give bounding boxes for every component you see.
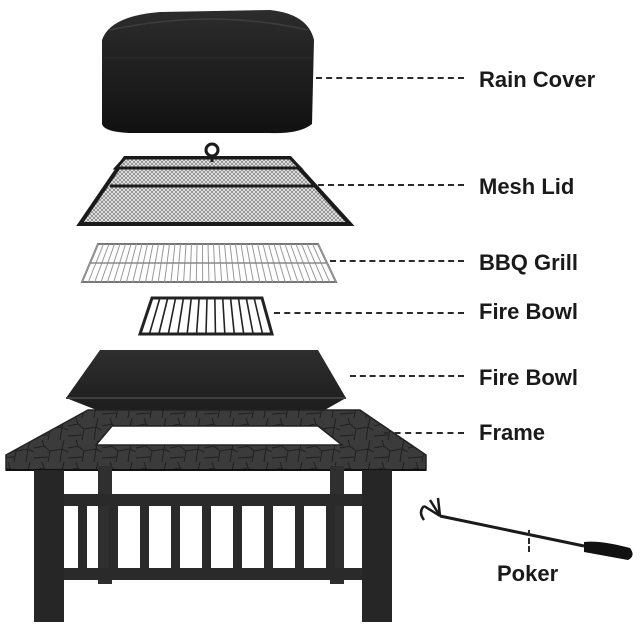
- part-label-rain-cover: Rain Cover: [479, 69, 595, 91]
- rain-cover-leader: [316, 77, 464, 79]
- fire-grate-leader: [274, 312, 464, 314]
- part-label-fire-grate: Fire Bowl: [479, 301, 578, 323]
- bbq-grill-illustration: [82, 244, 336, 282]
- bbq-grill-leader: [330, 260, 464, 262]
- poker-illustration: [421, 498, 633, 560]
- part-label-frame: Frame: [479, 422, 545, 444]
- mesh-lid-leader: [318, 184, 464, 186]
- frame-leader: [384, 432, 464, 434]
- fire-grate-illustration: [140, 298, 272, 334]
- rain-cover-illustration: [102, 10, 314, 133]
- poker-leader: [528, 530, 530, 552]
- part-label-poker: Poker: [497, 563, 558, 585]
- part-label-bbq-grill: BBQ Grill: [479, 252, 578, 274]
- part-label-fire-bowl: Fire Bowl: [479, 367, 578, 389]
- frame-illustration: [6, 410, 426, 622]
- fire-bowl-leader: [350, 375, 464, 377]
- mesh-lid-illustration: [80, 144, 350, 224]
- part-label-mesh-lid: Mesh Lid: [479, 176, 574, 198]
